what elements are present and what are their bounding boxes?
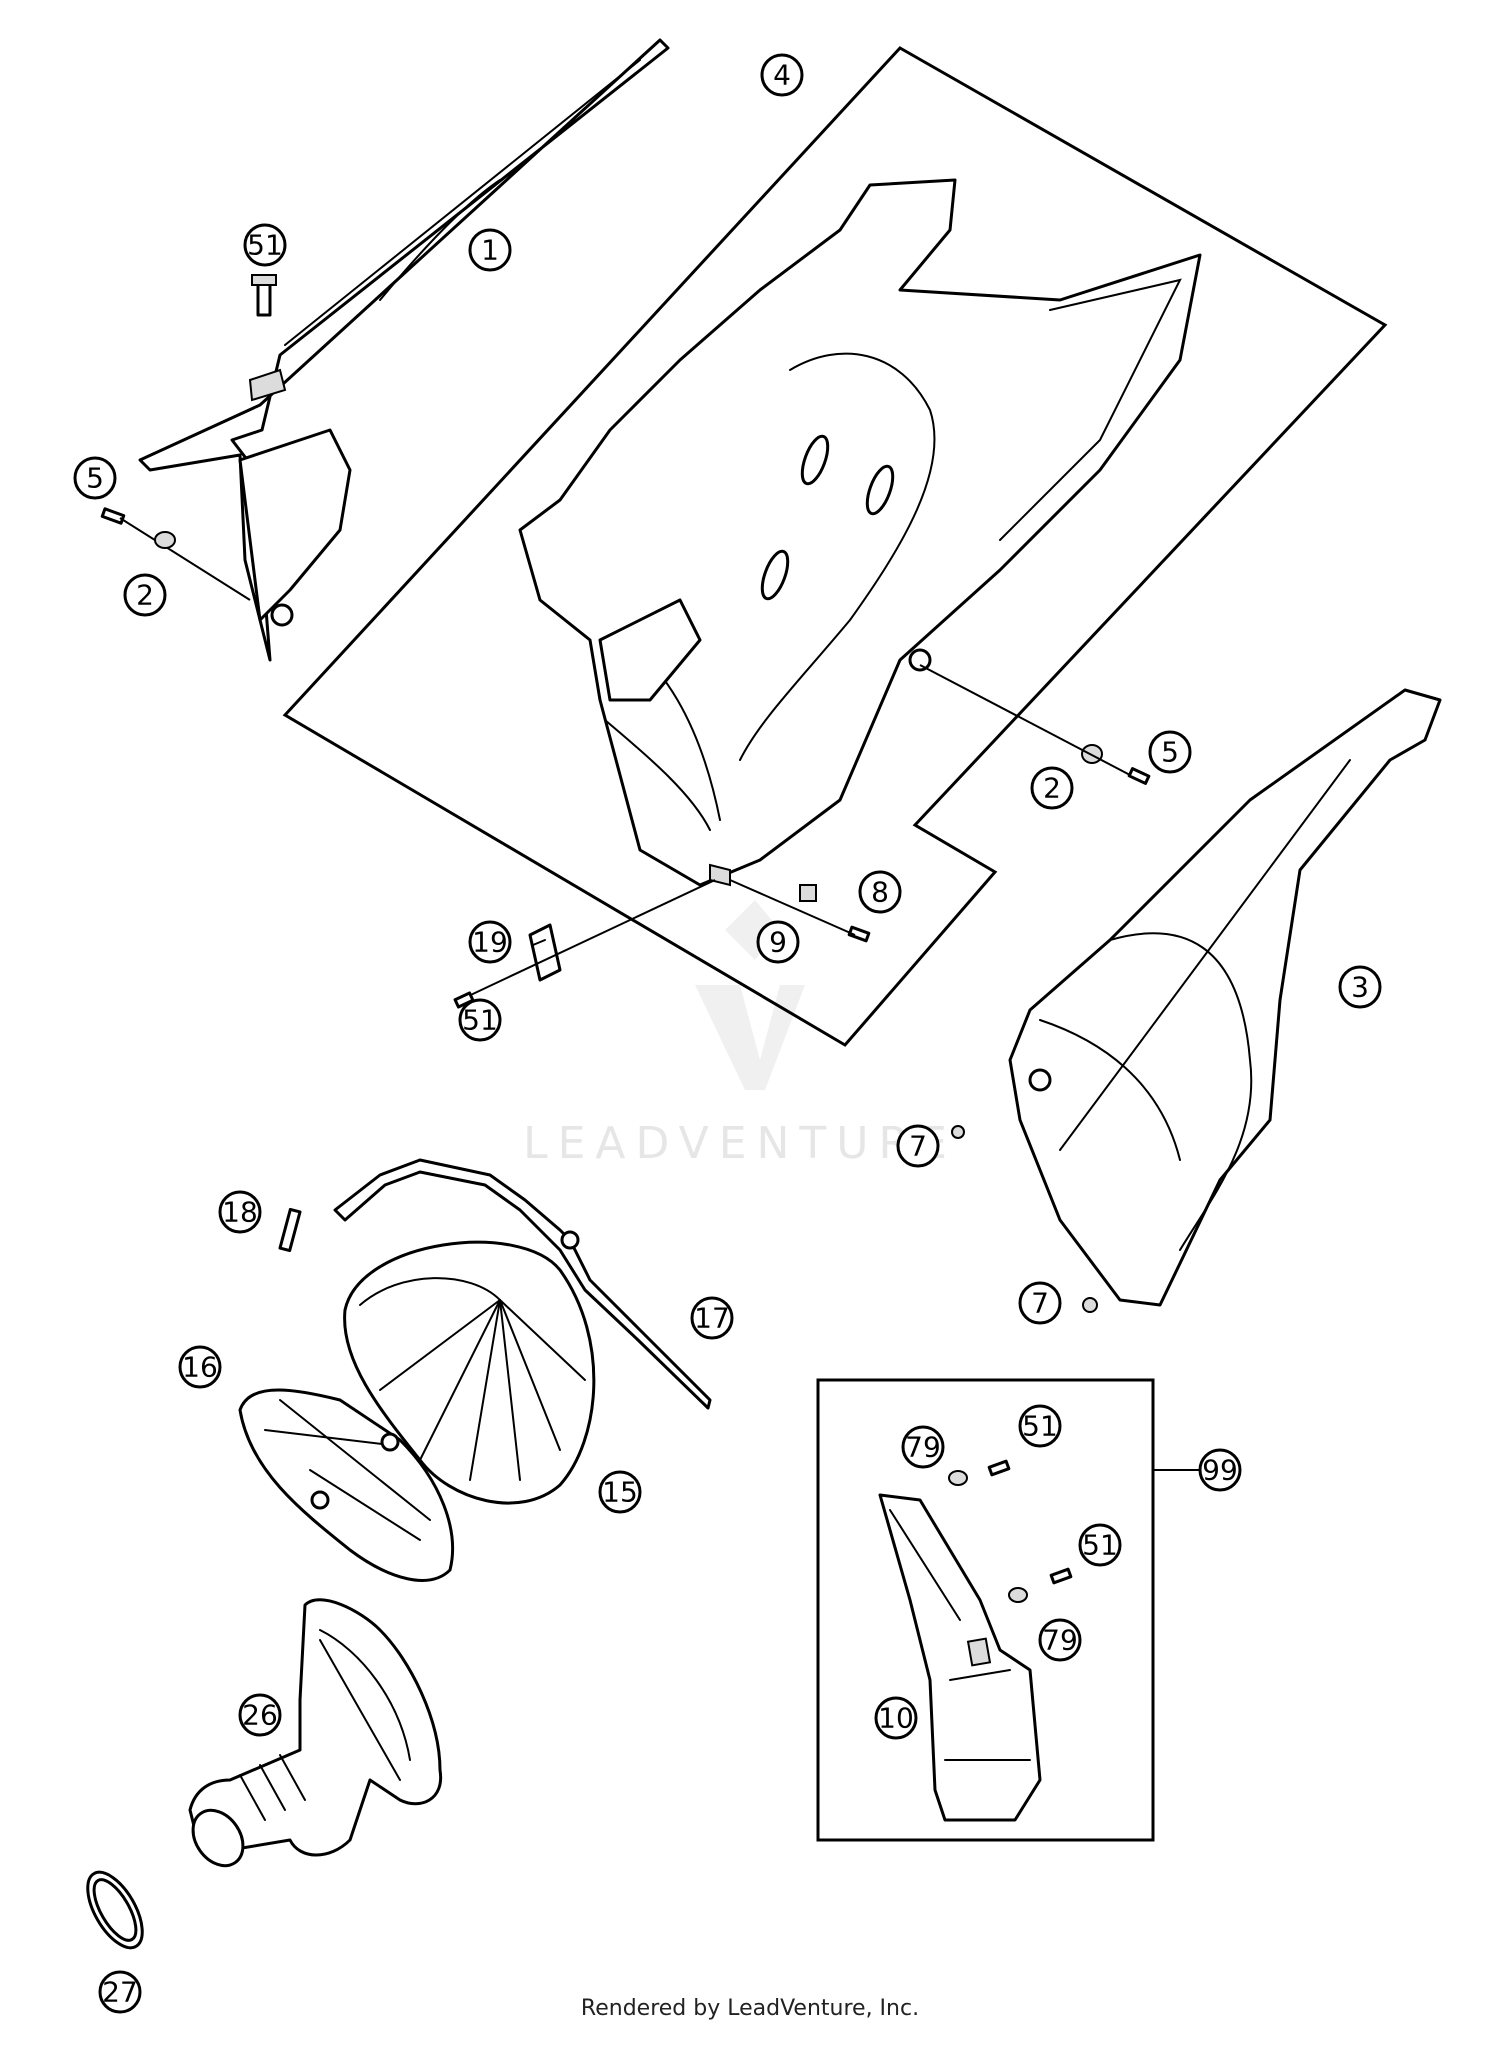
svg-text:26: 26 [242, 1699, 278, 1732]
svg-text:1: 1 [481, 234, 499, 267]
part-8-clip [799, 884, 817, 902]
callout-17: 17 [690, 1296, 734, 1340]
part-16-filter-cage [238, 1388, 455, 1582]
callout-8: 8 [858, 870, 902, 914]
part-79-washer-lower [1008, 1587, 1028, 1603]
footer-credit: Rendered by LeadVenture, Inc. [580, 1996, 920, 2021]
part-27-clamp-inner [92, 1878, 138, 1942]
part-17-wire-holder [333, 1158, 712, 1410]
part-4-air-box [518, 178, 1202, 887]
callout-51-lower: 51 [458, 998, 502, 1042]
part-26-intake-boot [188, 1598, 443, 1868]
svg-text:51: 51 [247, 229, 283, 262]
part-18-pin [278, 1207, 302, 1253]
svg-text:99: 99 [1202, 1454, 1238, 1487]
svg-text:7: 7 [1031, 1287, 1049, 1320]
part-51-screw-lower [453, 991, 475, 1009]
callout-79-lower: 79 [1038, 1618, 1082, 1662]
part-1-left-rail [138, 38, 670, 662]
callout-2-left: 2 [123, 573, 167, 617]
callout-18: 18 [218, 1190, 262, 1234]
svg-text:3: 3 [1351, 971, 1369, 1004]
part-5-screw-right [1127, 767, 1151, 785]
callout-4: 4 [760, 53, 804, 97]
part-51-screw-top [251, 274, 277, 317]
svg-text:5: 5 [1161, 736, 1179, 769]
leader-5-right [919, 664, 1131, 776]
svg-text:9: 9 [769, 926, 787, 959]
svg-text:19: 19 [472, 926, 508, 959]
callout-51-top: 51 [243, 223, 287, 267]
svg-text:2: 2 [1043, 772, 1061, 805]
callout-19: 19 [468, 920, 512, 964]
svg-text:15: 15 [602, 1476, 638, 1509]
svg-text:4: 4 [773, 59, 791, 92]
svg-text:51: 51 [1082, 1529, 1118, 1562]
callout-9: 9 [756, 920, 800, 964]
part-2-washer-left [154, 531, 176, 549]
leader-51-lower [459, 879, 716, 1001]
callout-1: 1 [468, 228, 512, 272]
svg-text:27: 27 [102, 1976, 138, 2009]
callout-5-left: 5 [73, 456, 117, 500]
part-3-right-cover [1008, 688, 1442, 1307]
part-51-screw-kit-lower [1049, 1567, 1073, 1585]
callout-51-kit-upper: 51 [1018, 1404, 1062, 1448]
leader-9 [729, 879, 856, 936]
callout-16: 16 [178, 1345, 222, 1389]
part-79-washer-upper [948, 1470, 968, 1486]
part-19-bracket [528, 923, 562, 982]
callout-5-right: 5 [1148, 730, 1192, 774]
kit-outline-4 [282, 46, 1388, 1047]
callout-79-upper: 79 [901, 1425, 945, 1469]
svg-text:16: 16 [182, 1351, 218, 1384]
callout-2-right: 2 [1030, 766, 1074, 810]
callout-15: 15 [598, 1470, 642, 1514]
callout-7-lower: 7 [1018, 1281, 1062, 1325]
svg-text:18: 18 [222, 1196, 258, 1229]
svg-text:79: 79 [1042, 1624, 1078, 1657]
svg-text:8: 8 [871, 876, 889, 909]
callout-7-upper: 7 [896, 1124, 940, 1168]
svg-text:17: 17 [694, 1302, 730, 1335]
leader-5-left [119, 517, 251, 601]
callout-3: 3 [1338, 965, 1382, 1009]
svg-text:2: 2 [136, 579, 154, 612]
part-5-screw-left [100, 507, 126, 525]
callout-99: 99 [1198, 1448, 1242, 1492]
kit-outline-99 [816, 1378, 1155, 1842]
part-9-screw [847, 925, 871, 943]
svg-text:79: 79 [905, 1431, 941, 1464]
svg-text:10: 10 [878, 1702, 914, 1735]
svg-text:51: 51 [462, 1004, 498, 1037]
callout-51-kit-lower: 51 [1078, 1523, 1122, 1567]
watermark-text: LEADVENTURE [523, 1118, 957, 1169]
svg-text:7: 7 [909, 1130, 927, 1163]
part-15-air-filter [343, 1240, 596, 1505]
part-7-clip-lower [1082, 1297, 1098, 1313]
part-7-clip-upper [951, 1125, 965, 1139]
callout-27: 27 [98, 1970, 142, 2014]
callout-26: 26 [238, 1693, 282, 1737]
part-51-screw-kit-upper [987, 1459, 1011, 1477]
part-10-snorkel [878, 1493, 1042, 1822]
svg-text:5: 5 [86, 462, 104, 495]
callout-10: 10 [874, 1696, 918, 1740]
svg-text:51: 51 [1022, 1410, 1058, 1443]
